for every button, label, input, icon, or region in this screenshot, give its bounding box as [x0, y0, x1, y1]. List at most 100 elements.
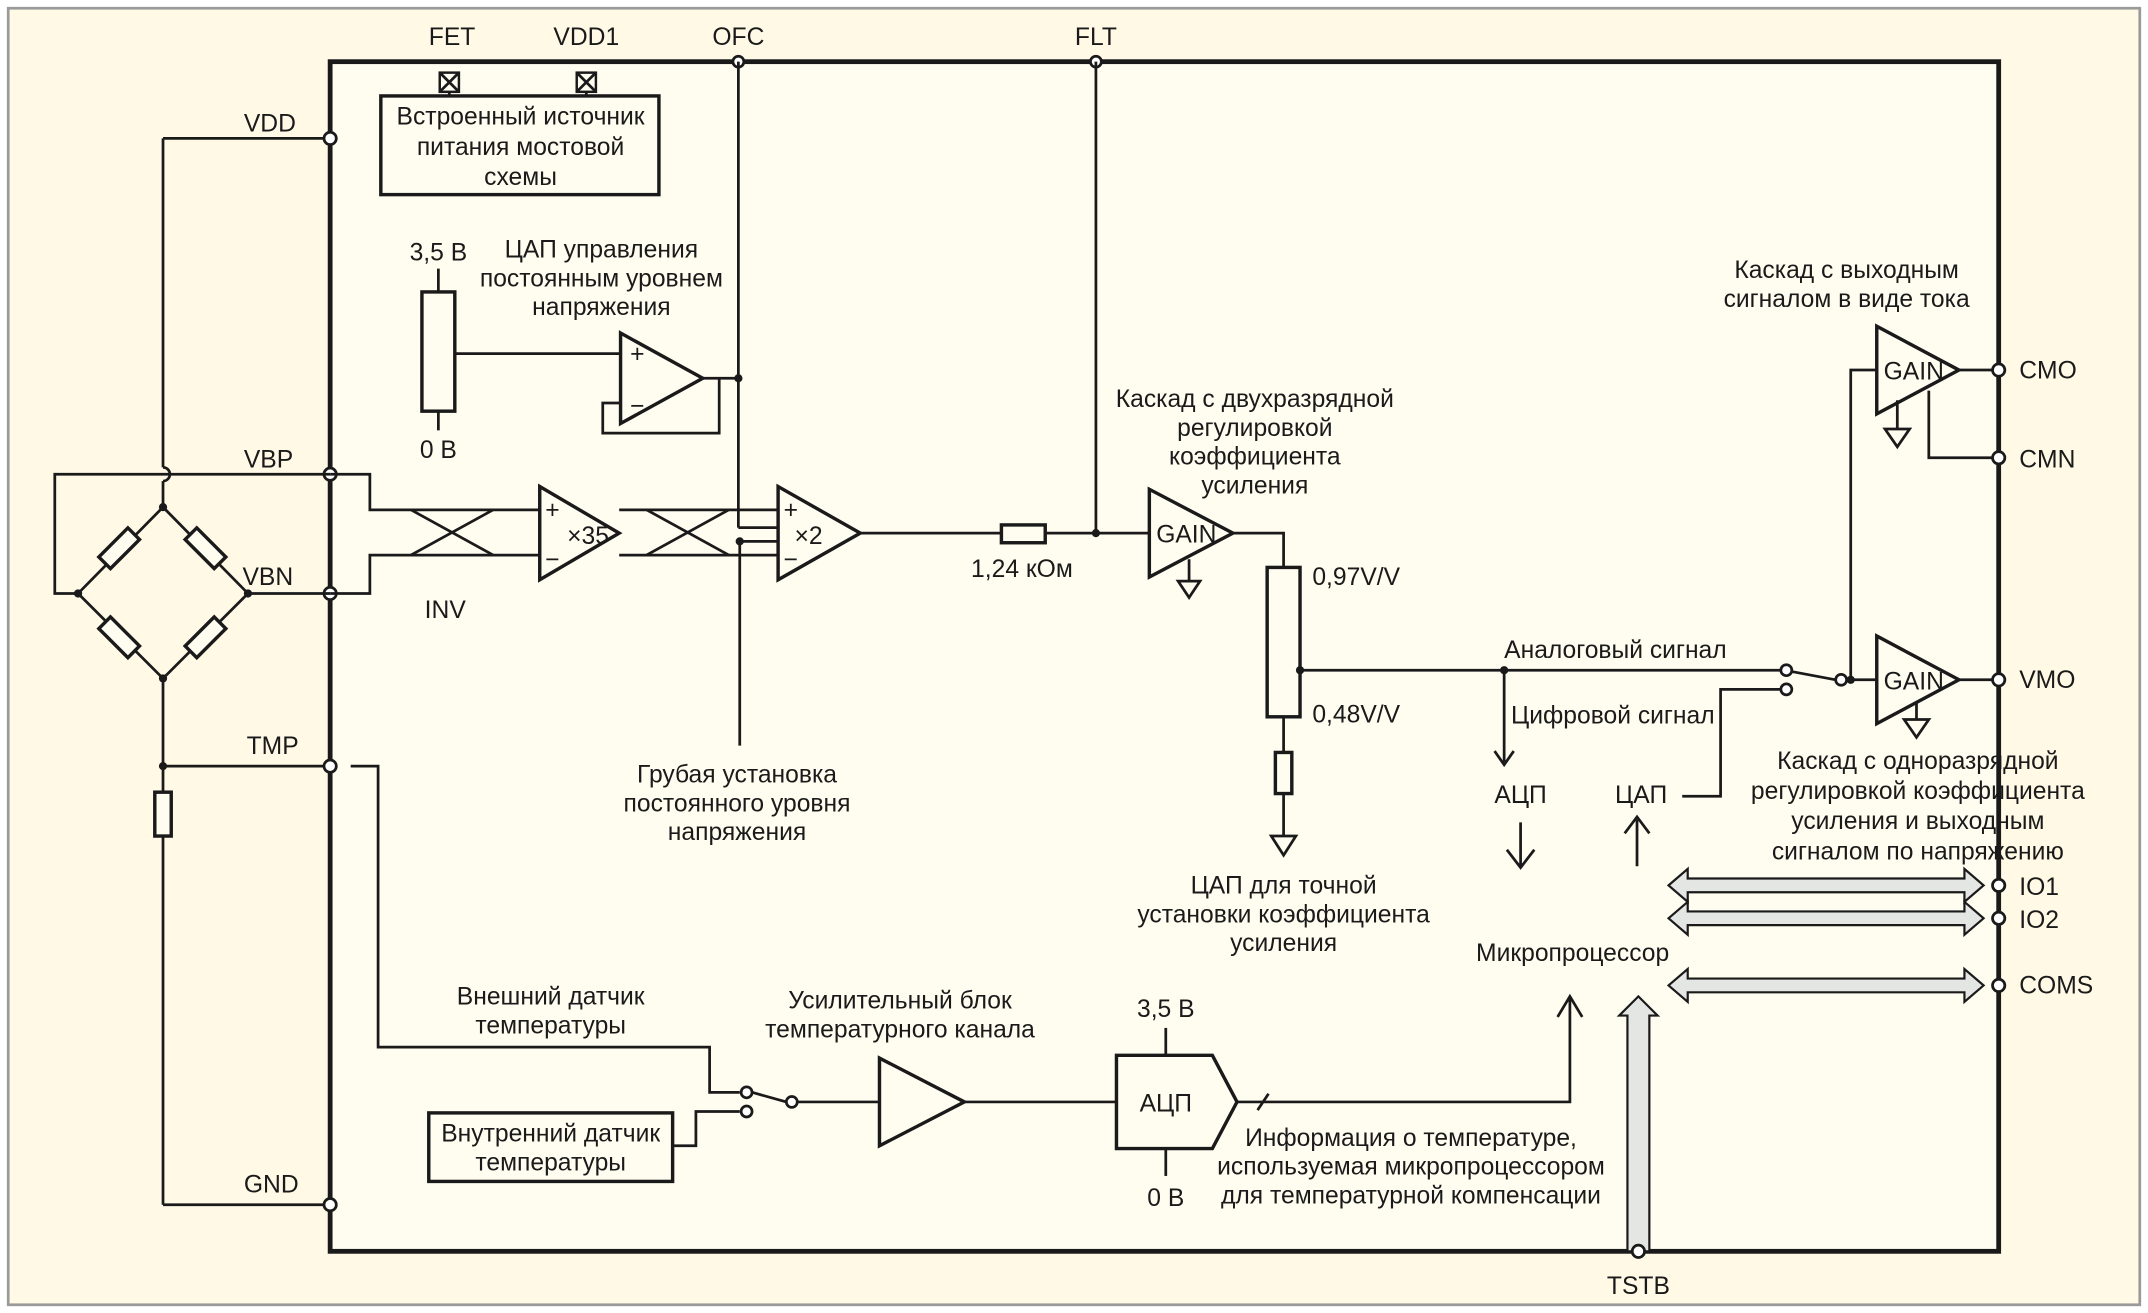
svg-text:IO2: IO2 [2019, 907, 2059, 934]
svg-text:GAIN: GAIN [1156, 522, 1216, 549]
pin-tmp: TMP [163, 733, 338, 774]
inv-label: INV [425, 597, 467, 624]
digital-signal-label: Цифровой сигнал [1511, 703, 1715, 730]
svg-text:Внешний датчик: Внешний датчик [457, 984, 645, 1011]
temp-adc: 3,5 В АЦП 0 В [1114, 996, 1239, 1212]
svg-text:питания мостовой: питания мостовой [417, 134, 624, 161]
svg-text:температуры: температуры [475, 1149, 626, 1176]
svg-text:COMS: COMS [2019, 973, 2093, 1000]
pin-vmo: VMO [1991, 667, 2075, 694]
svg-text:GAIN: GAIN [1884, 359, 1944, 386]
pin-cmn: CMN [1991, 446, 2075, 473]
svg-text:установки коэффициента: установки коэффициента [1137, 901, 1430, 928]
svg-text:усиления: усиления [1201, 472, 1308, 499]
svg-text:0,48V/V: 0,48V/V [1312, 701, 1400, 728]
chip-outline [327, 59, 2002, 1254]
svg-text:регулировкой коэффициента: регулировкой коэффициента [1751, 778, 2085, 805]
svg-text:сигналом по напряжению: сигналом по напряжению [1772, 838, 2064, 865]
pin-fet: FET [429, 24, 476, 96]
pin-tstb: TSTB [1607, 1273, 1670, 1300]
svg-text:Информация о температуре,: Информация о температуре, [1245, 1125, 1577, 1152]
bus-tstb [1616, 994, 1661, 1253]
pin-vdd1: VDD1 [553, 24, 619, 96]
pin-ofc: OFC [712, 24, 764, 51]
amp-x2: + − ×2 [735, 483, 864, 746]
svg-text:CMN: CMN [2019, 446, 2075, 473]
svg-text:+: + [784, 497, 798, 524]
svg-text:напряжения: напряжения [668, 819, 806, 846]
pin-coms: COMS [1991, 973, 2093, 1000]
svg-text:0 В: 0 В [1147, 1185, 1184, 1212]
svg-text:используемая микропроцессором: используемая микропроцессором [1217, 1154, 1605, 1181]
svg-text:Аналоговый сигнал: Аналоговый сигнал [1504, 637, 1727, 664]
svg-text:ЦАП для точной: ЦАП для точной [1191, 873, 1377, 900]
temp-switch [739, 1085, 880, 1119]
svg-text:VBN: VBN [242, 564, 293, 591]
amp-x35: + − ×35 [538, 483, 623, 583]
bus-io2 [1666, 899, 1986, 938]
adc-label: АЦП [1494, 782, 1546, 809]
middle-crossover [619, 508, 779, 557]
svg-text:постоянным уровнем: постоянным уровнем [480, 265, 723, 292]
svg-text:−: − [784, 546, 798, 573]
svg-text:3,5 В: 3,5 В [410, 239, 468, 266]
sensor-bridge [53, 138, 331, 1205]
voltage-output-stage: GAIN Каскад с одноразрядной регулировкой… [1751, 633, 2085, 865]
svg-text:×2: ×2 [795, 523, 823, 550]
analog-signal-path: Аналоговый сигнал [1295, 637, 1877, 768]
svg-text:регулировкой: регулировкой [1177, 415, 1332, 442]
svg-text:FET: FET [429, 24, 476, 51]
pin-flt: FLT [1075, 24, 1117, 51]
svg-text:TMP: TMP [247, 733, 299, 760]
pin-gnd: GND [163, 1171, 338, 1213]
coarse-offset-label: Грубая установка постоянного уровня напр… [624, 762, 851, 847]
svg-text:VDD: VDD [244, 111, 296, 138]
internal-sensor-block: Внутренний датчик температуры [427, 1110, 740, 1184]
svg-text:3,5 В: 3,5 В [1137, 996, 1195, 1023]
bus-coms [1666, 966, 1986, 1005]
temp-info-path: Информация о температуре, используемая м… [1217, 993, 1605, 1209]
svg-text:напряжения: напряжения [532, 294, 670, 321]
svg-text:усиления: усиления [1230, 930, 1337, 957]
pin-cmo: CMO [1991, 357, 2077, 384]
pin-io2: IO2 [1991, 907, 2059, 934]
svg-text:IO1: IO1 [2019, 874, 2059, 901]
gain-fine-dac: 0,97V/V 0,48V/V ЦАП для точной установки… [1137, 564, 1430, 957]
svg-text:АЦП: АЦП [1140, 1091, 1192, 1118]
svg-text:Усилительный блок: Усилительный блок [788, 988, 1012, 1015]
adc-arrow [1505, 822, 1536, 870]
svg-text:ЦАП управления: ЦАП управления [505, 237, 698, 264]
svg-text:GAIN: GAIN [1884, 668, 1944, 695]
digital-to-switch [1682, 688, 1781, 798]
pin-tstb-terminal [1630, 1243, 1646, 1259]
dac-arrow [1623, 814, 1651, 867]
svg-text:×35: ×35 [567, 523, 609, 550]
svg-text:коэффициента: коэффициента [1169, 444, 1341, 471]
svg-text:0 В: 0 В [420, 437, 457, 464]
svg-text:Внутренний датчик: Внутренний датчик [441, 1121, 660, 1148]
svg-text:температуры: температуры [475, 1012, 626, 1039]
bridge-supply-block: Встроенный источник питания мостовой схе… [379, 94, 661, 197]
pin-vbn: VBN [242, 564, 338, 601]
svg-text:+: + [545, 497, 559, 524]
svg-text:Каскад с одноразрядной: Каскад с одноразрядной [1777, 748, 2058, 775]
svg-text:1,24 кОм: 1,24 кОм [971, 556, 1073, 583]
svg-text:сигналом в виде тока: сигналом в виде тока [1724, 286, 1970, 313]
svg-text:Встроенный источник: Встроенный источник [397, 104, 645, 131]
svg-text:VDD1: VDD1 [553, 24, 619, 51]
svg-text:0,97V/V: 0,97V/V [1312, 564, 1400, 591]
svg-text:+: + [630, 341, 644, 368]
svg-text:схемы: схемы [484, 164, 557, 191]
temp-amplifier: Усилительный блок температурного канала [765, 988, 1117, 1149]
svg-text:VBP: VBP [244, 446, 293, 473]
input-crossover [330, 472, 540, 595]
microprocessor-label: Микропроцессор [1476, 940, 1669, 967]
current-output-stage: Каскад с выходным сигналом в виде тока G… [1724, 257, 1998, 684]
svg-text:Грубая установка: Грубая установка [637, 762, 837, 789]
resistor-1-24k: 1,24 кОм [860, 523, 1150, 583]
svg-text:CMO: CMO [2019, 357, 2077, 384]
offset-buffer-amp: + − [601, 330, 743, 435]
pin-io1: IO1 [1991, 874, 2059, 901]
external-sensor-line: Внешний датчик температуры [350, 764, 740, 1094]
